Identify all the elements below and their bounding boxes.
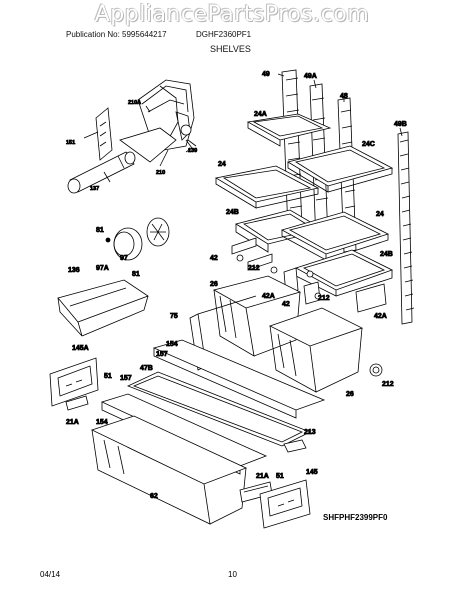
crisper-drawers — [190, 276, 362, 392]
callout-24: 24 — [376, 211, 384, 218]
callout-157: 157 — [156, 351, 168, 358]
model-number: DGHF2360PF1 — [196, 30, 252, 39]
callout-81: 81 — [96, 227, 104, 234]
callout-97: 97 — [120, 255, 128, 262]
footer-date: 04/14 — [40, 570, 61, 579]
callout-47B: 47B — [140, 365, 153, 372]
left-small-parts — [50, 218, 310, 528]
callout-154: 154 — [166, 341, 178, 348]
glass-shelves — [216, 114, 392, 296]
watermark: AppliancePartsPros.com — [94, 2, 370, 27]
callout-212: 212 — [318, 295, 330, 302]
callout-21A: 21A — [66, 419, 79, 426]
callout-62: 62 — [150, 493, 158, 500]
callout-137: 137 — [90, 186, 99, 192]
callout-42: 42 — [282, 301, 290, 308]
publication-number: Publication No: 5995644217 — [66, 30, 167, 39]
page-number: 10 — [228, 570, 237, 579]
callout-49: 49 — [262, 71, 270, 78]
callout-49A: 49A — [304, 73, 317, 80]
callout-24C: 24C — [362, 141, 375, 148]
callout-75: 75 — [170, 313, 178, 320]
callout-21A: 21A — [256, 473, 269, 480]
callout-42A: 42A — [374, 313, 387, 320]
callout-154: 154 — [96, 419, 108, 426]
callout-42: 42 — [210, 255, 218, 262]
callout-97A: 97A — [96, 265, 109, 272]
callout-42A: 42A — [262, 293, 275, 300]
callout-210A: 210A — [128, 100, 141, 106]
callout-136: 136 — [68, 267, 80, 274]
callout-145: 145 — [306, 469, 318, 476]
callout-212: 212 — [248, 265, 260, 272]
callout-26: 26 — [210, 281, 218, 288]
callout-51: 51 — [276, 473, 284, 480]
callout-151: 151 — [66, 140, 75, 146]
callout-139: 139 — [188, 148, 197, 154]
callout-24A: 24A — [254, 111, 267, 118]
callout-49B: 49B — [394, 121, 407, 128]
callout-145A: 145A — [72, 345, 89, 352]
callout-24B: 24B — [226, 209, 239, 216]
diagram-code: SHFPHF2399PF0 — [323, 513, 388, 522]
callout-212: 212 — [382, 381, 394, 388]
callout-51: 51 — [104, 373, 112, 380]
callout-81: 81 — [132, 271, 140, 278]
callout-24B: 24B — [380, 251, 393, 258]
deli-assembly — [92, 340, 324, 524]
filter-housing-assembly — [68, 80, 196, 193]
callout-213: 213 — [304, 429, 316, 436]
callout-210: 210 — [156, 170, 165, 176]
callout-26: 26 — [346, 391, 354, 398]
callout-48: 48 — [340, 93, 348, 100]
callout-157: 157 — [120, 375, 132, 382]
callout-labels: 49 49A 48 49B 24A 24C 24 24 24B 24B 42 4… — [66, 71, 408, 501]
section-title: SHELVES — [210, 44, 251, 54]
callout-24: 24 — [218, 161, 226, 168]
